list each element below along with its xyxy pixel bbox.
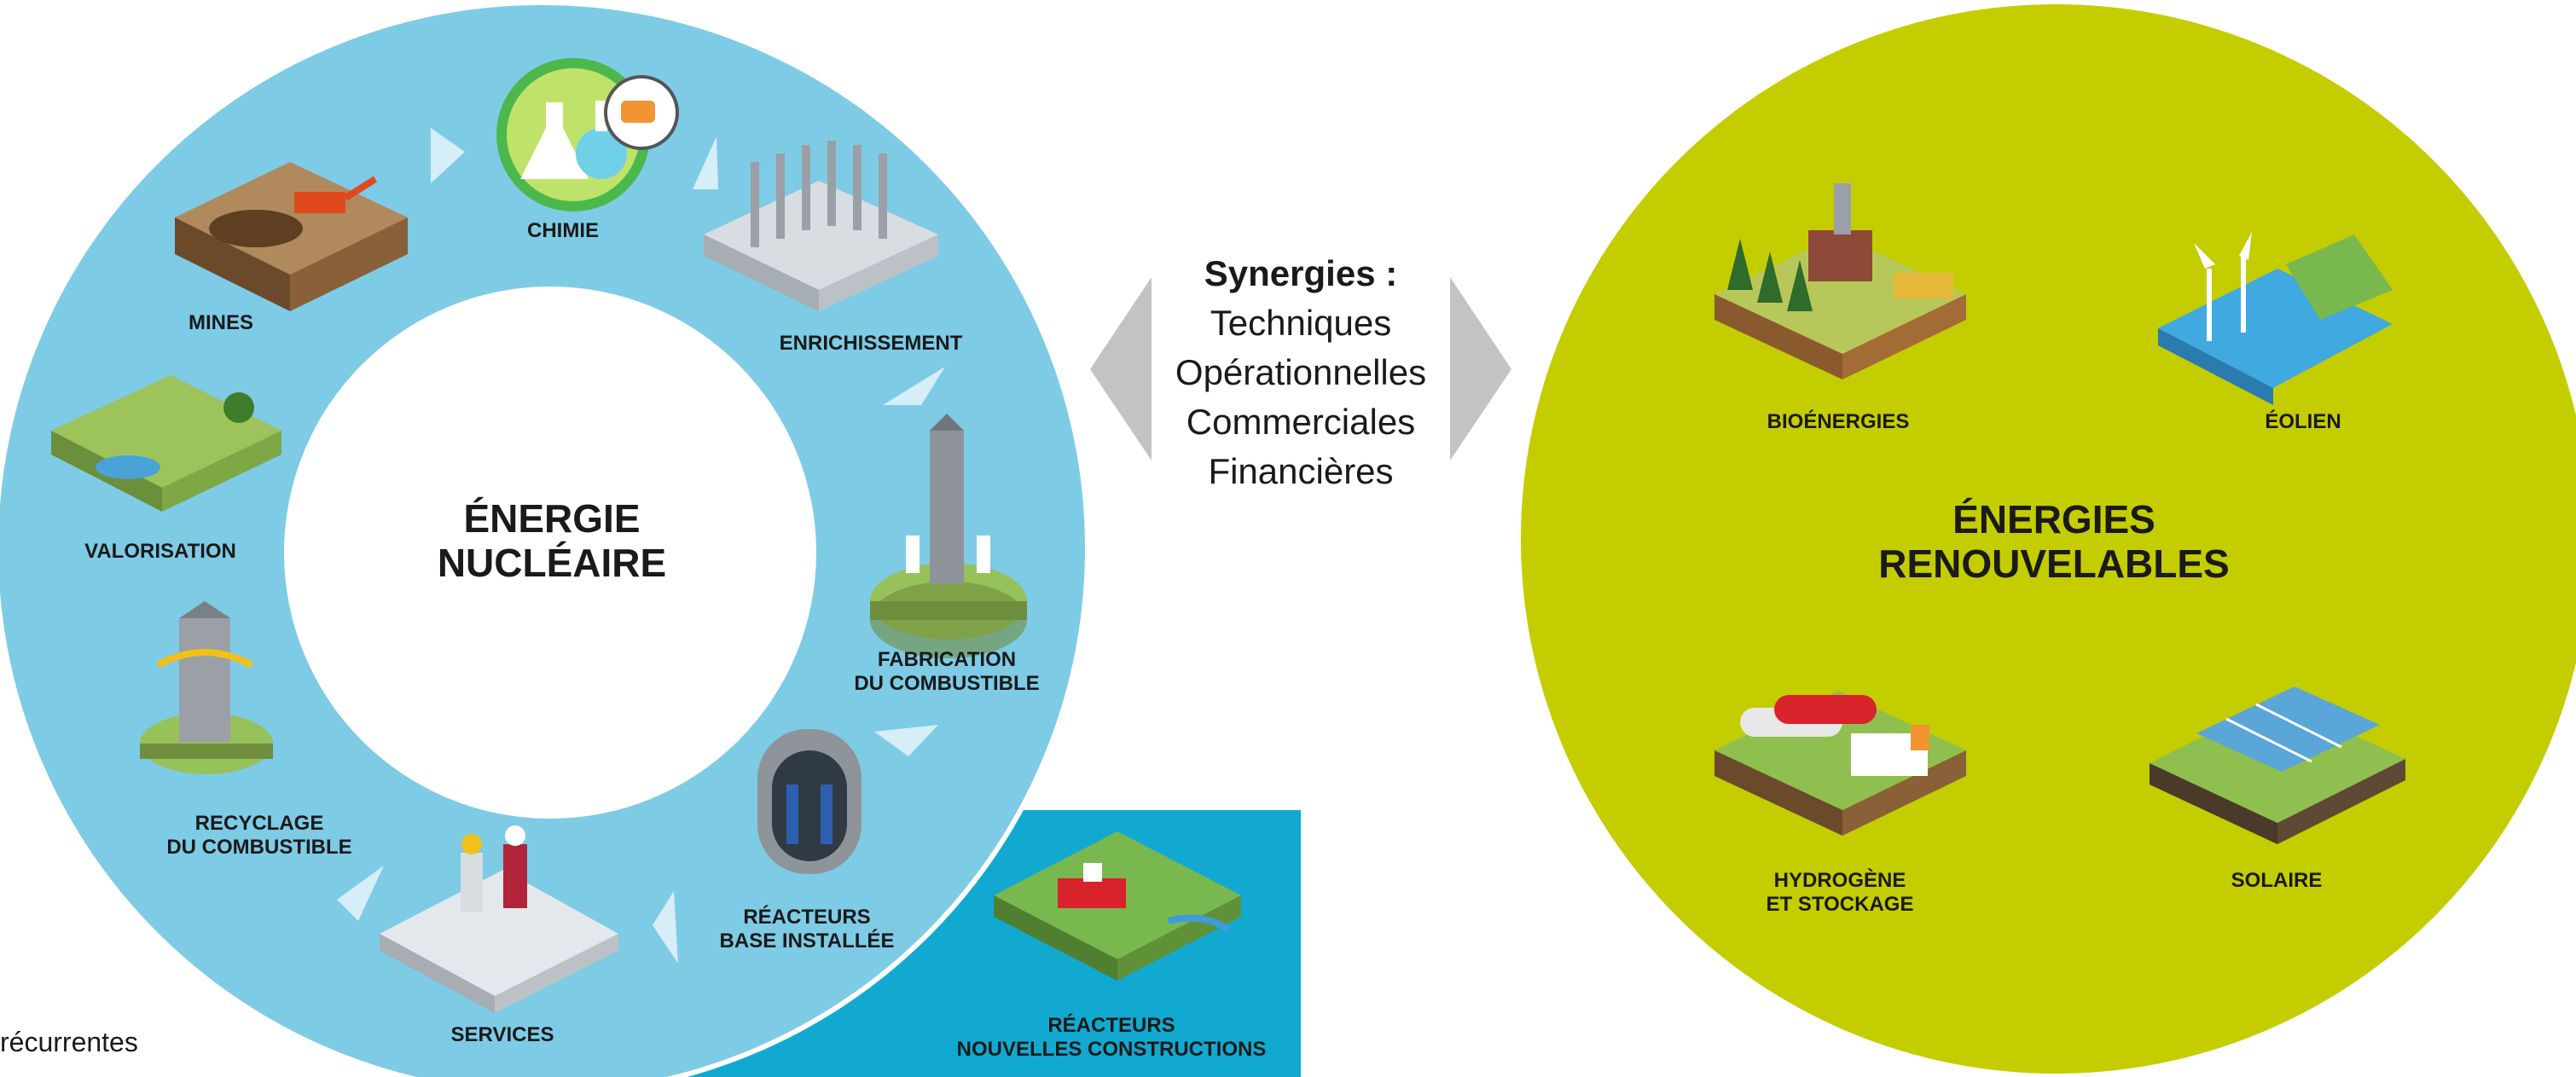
- footnote-text: récurrentes: [0, 1027, 138, 1057]
- nuclear-title-line2: NUCLÉAIRE: [437, 541, 667, 585]
- renewable-label-eolien: ÉOLIEN: [2265, 410, 2341, 433]
- nuclear-title-line1: ÉNERGIE: [463, 496, 641, 541]
- flow-arrow-icon: [431, 128, 465, 183]
- step-label-valorisation: VALORISATION: [84, 540, 236, 563]
- mines-illustration-icon: [175, 162, 408, 311]
- recyclage-illustration-icon: [140, 601, 273, 774]
- solaire-illustration-icon: [2150, 686, 2405, 844]
- step-label-fabrication-line2: DU COMBUSTIBLE: [854, 672, 1040, 695]
- nuclear-center-hole: [284, 287, 816, 819]
- flow-arrow-icon: [337, 866, 384, 921]
- renewable-label-hydrogene-line1: HYDROGÈNE: [1773, 869, 1906, 892]
- enrichissement-illustration-icon: [704, 141, 938, 311]
- step-label-reacteurs-base-line1: RÉACTEURS: [743, 906, 871, 929]
- hydrogene-illustration-icon: [1714, 691, 1966, 836]
- synergy-item: Financières: [1208, 451, 1394, 491]
- synergy-item: Opérationnelles: [1175, 352, 1427, 392]
- renewable-label-solaire: SOLAIRE: [2231, 869, 2323, 892]
- step-label-reacteurs-base-line2: BASE INSTALLÉE: [719, 929, 895, 953]
- chimie-illustration-icon: [496, 58, 679, 211]
- eolien-illustration-icon: [2158, 232, 2393, 405]
- step-label-chimie: CHIMIE: [527, 219, 599, 242]
- step-label-services: SERVICES: [450, 1023, 554, 1046]
- step-label-nouvelles-line1: RÉACTEURS: [1047, 1014, 1175, 1037]
- synergies-heading: Synergies :: [1204, 253, 1398, 293]
- step-label-fabrication-line1: FABRICATION: [877, 648, 1017, 671]
- step-label-nouvelles-line2: NOUVELLES CONSTRUCTIONS: [956, 1038, 1267, 1061]
- bioenergies-illustration-icon: [1714, 183, 1966, 379]
- flow-arrow-icon: [693, 136, 718, 189]
- reacteurs-base-illustration-icon: [757, 729, 862, 874]
- synergy-arrow-right-icon: [1450, 277, 1511, 460]
- flow-arrow-icon: [653, 891, 678, 964]
- nuclear-ring-white-edge: [0, 0, 1090, 1077]
- renewables-title-line1: ÉNERGIES: [1952, 497, 2155, 541]
- synergy-item: Techniques: [1210, 303, 1392, 343]
- synergies-block: Synergies : Techniques Opérationnelles C…: [1175, 249, 1426, 496]
- synergy-arrow-left-icon: [1090, 277, 1152, 460]
- valorisation-illustration-icon: [51, 375, 281, 512]
- step-label-recyclage-line1: RECYCLAGE: [194, 812, 324, 835]
- step-label-mines: MINES: [188, 311, 254, 334]
- services-illustration-icon: [380, 825, 618, 1013]
- flow-arrow-icon: [883, 367, 945, 405]
- fabrication-illustration-icon: [870, 414, 1027, 658]
- renewable-label-bioenergies: BIOÉNERGIES: [1767, 410, 1910, 433]
- renewables-title-line2: RENOUVELABLES: [1878, 541, 2230, 586]
- step-label-enrichissement: ENRICHISSEMENT: [779, 332, 963, 355]
- step-label-recyclage-line2: DU COMBUSTIBLE: [166, 836, 352, 859]
- renewable-label-hydrogene-line2: ET STOCKAGE: [1766, 893, 1914, 916]
- flow-arrow-icon: [874, 725, 938, 756]
- synergy-item: Commerciales: [1186, 402, 1416, 442]
- nouvelles-constructions-illustration-icon: [994, 831, 1241, 981]
